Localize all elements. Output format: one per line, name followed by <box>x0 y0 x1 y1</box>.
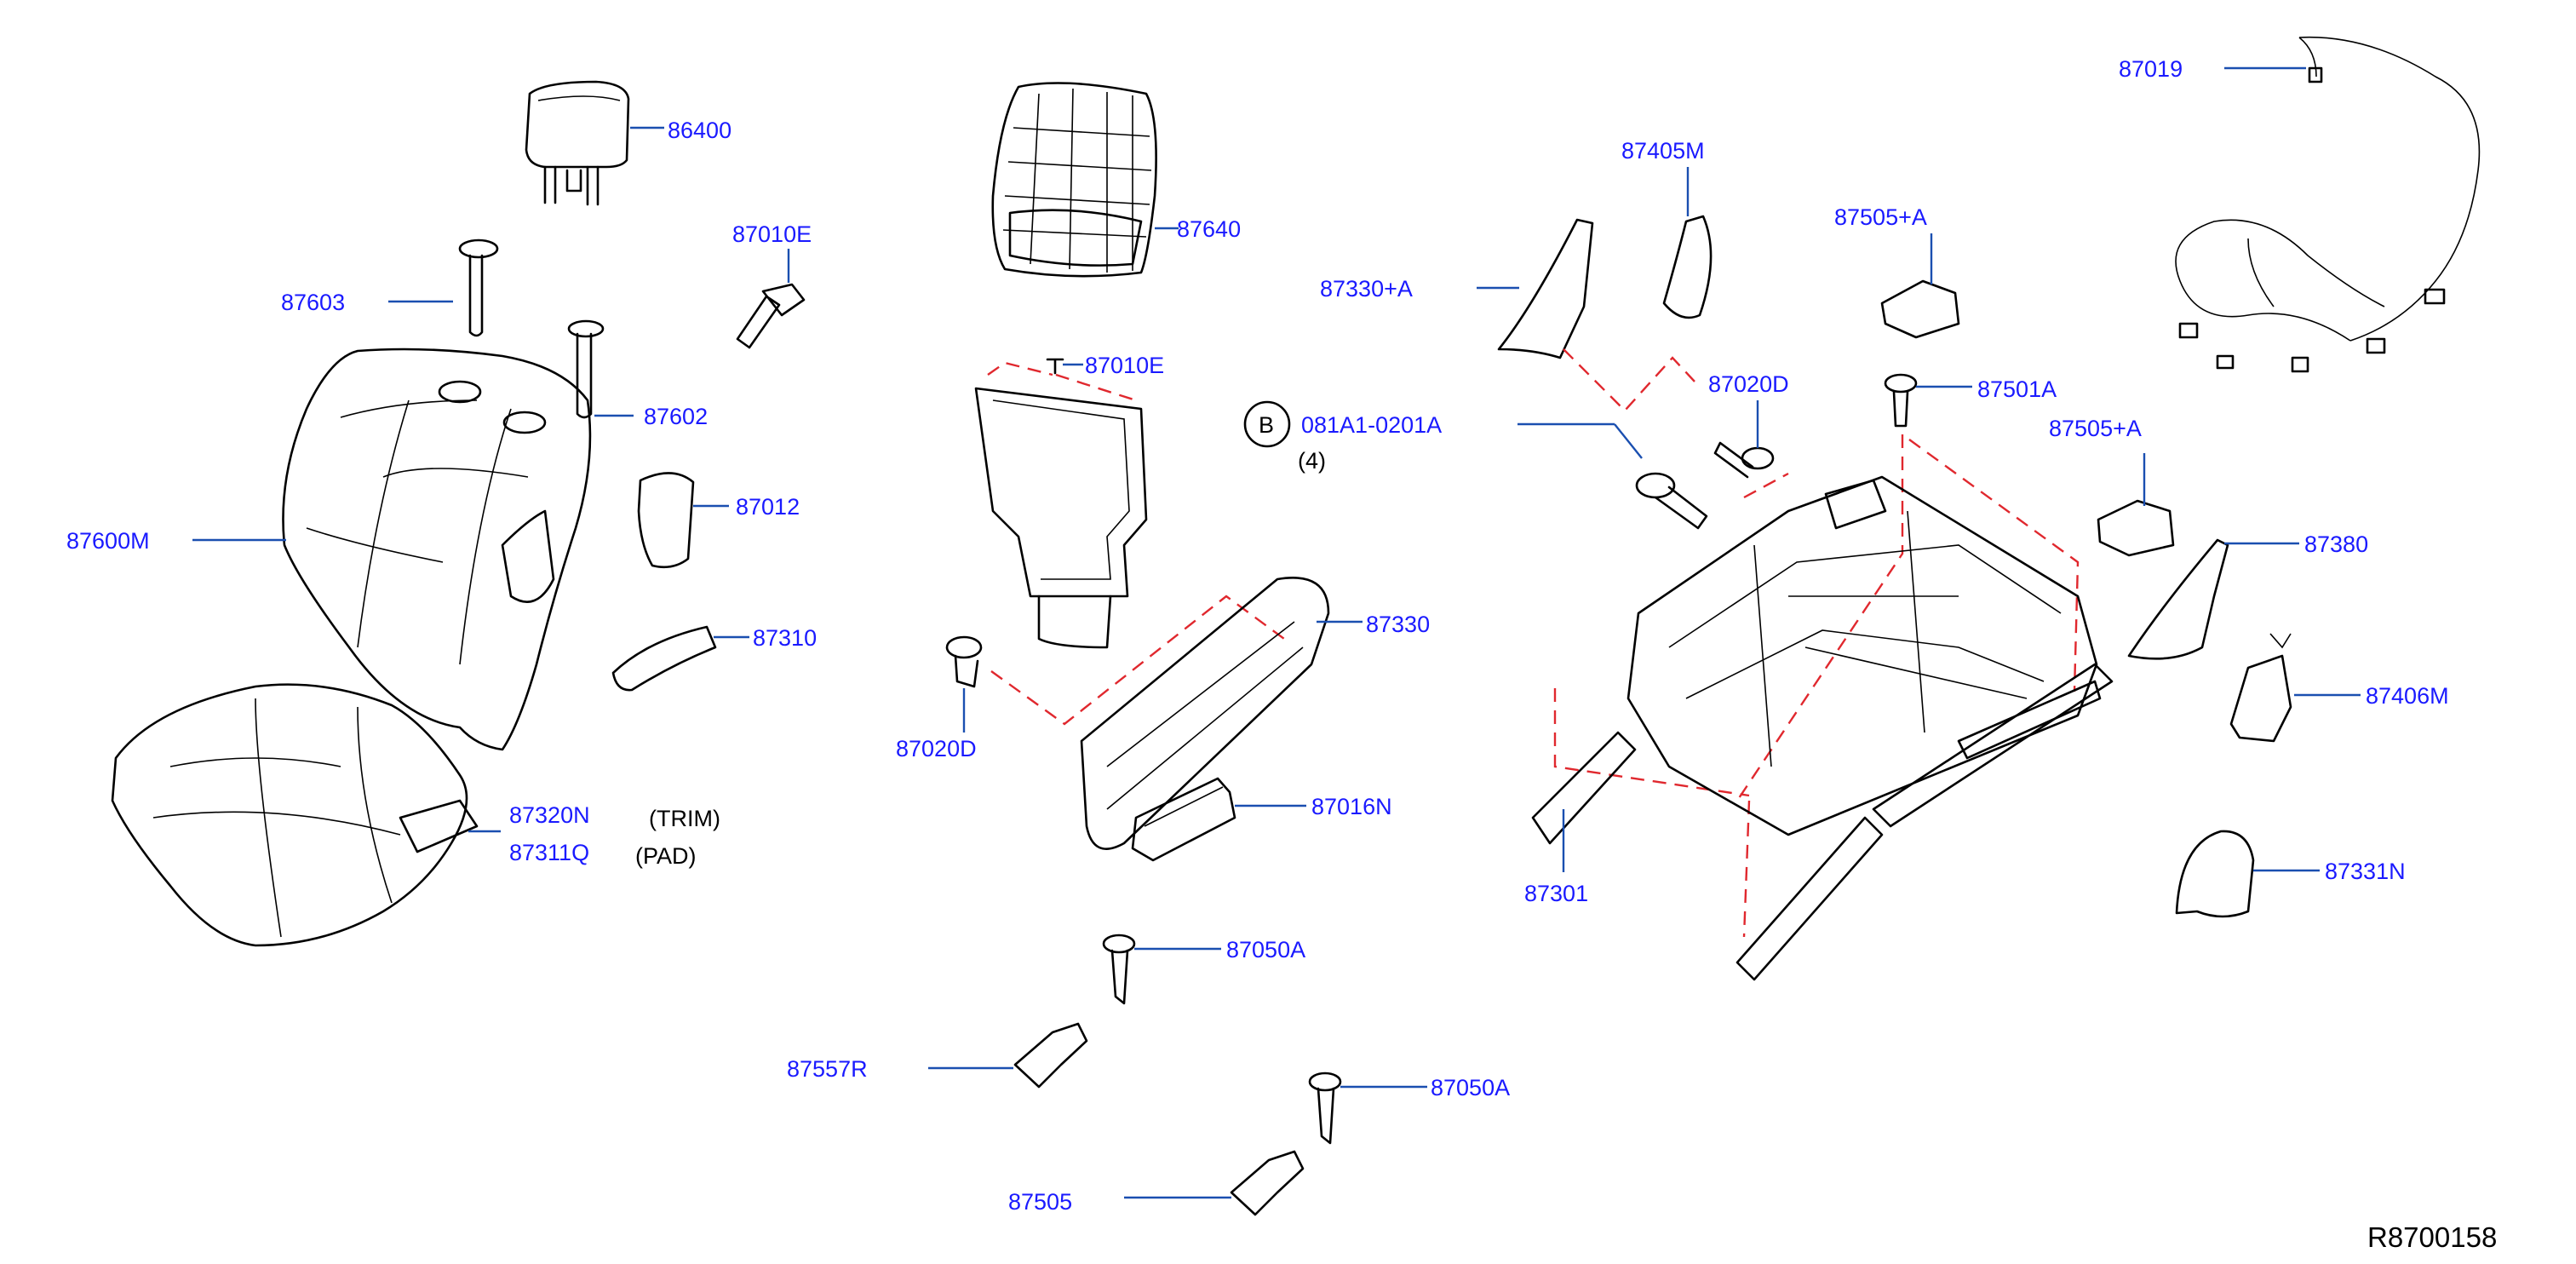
clip-87505 <box>1230 1150 1305 1216</box>
leader-081A1-tail <box>1614 423 1643 459</box>
bolt-marker-letter: B <box>1259 412 1274 438</box>
callout-87600M[interactable]: 87600M <box>66 528 150 554</box>
cushion-87320N <box>111 683 479 947</box>
seatback-pad-87640 <box>991 82 1157 278</box>
callout-87640[interactable]: 87640 <box>1177 216 1241 242</box>
headrest-86400 <box>525 80 630 206</box>
note-quantity: (4) <box>1298 448 1326 474</box>
cover-87380 <box>2127 538 2229 660</box>
callout-87330[interactable]: 87330 <box>1366 612 1430 637</box>
note-trim: (TRIM) <box>649 806 720 831</box>
callout-87557R[interactable]: 87557R <box>787 1056 868 1082</box>
callout-87405M[interactable]: 87405M <box>1621 138 1705 164</box>
clip-87557R <box>1013 1022 1088 1089</box>
bracket-87505A-upper <box>1880 279 1960 339</box>
callout-87010E-left[interactable]: 87010E <box>732 221 812 247</box>
cover-87405M <box>1662 215 1713 319</box>
bolt-marker-circle <box>1243 400 1291 448</box>
guide-87603 <box>458 238 499 337</box>
callout-87019[interactable]: 87019 <box>2119 56 2183 82</box>
back-board <box>974 387 1148 649</box>
callout-87020D-right[interactable]: 87020D <box>1708 371 1789 397</box>
callout-labels: 86400 87603 87010E 87602 87600M 87012 87… <box>66 56 2497 1253</box>
cover-87406M <box>2229 633 2292 743</box>
callout-87012[interactable]: 87012 <box>736 494 800 520</box>
guide-dash-back <box>987 361 1137 402</box>
harness-87019 <box>2175 36 2481 373</box>
bracket-87505A-lower <box>2097 499 2175 557</box>
callout-87331N[interactable]: 87331N <box>2325 859 2406 884</box>
cover-87012 <box>637 472 695 569</box>
cover-87330A <box>1497 218 1594 359</box>
finisher-87310 <box>611 625 717 692</box>
guide-dash-finisher <box>990 595 1285 726</box>
seat-frame <box>1531 475 2114 981</box>
bolt-87501A <box>1884 373 1918 428</box>
callout-87505[interactable]: 87505 <box>1008 1189 1072 1215</box>
callout-081A1-0201A[interactable]: 081A1-0201A <box>1301 412 1442 438</box>
callout-87320N[interactable]: 87320N <box>509 802 590 828</box>
screw-87050A-lower <box>1308 1072 1342 1145</box>
note-pad: (PAD) <box>635 843 697 869</box>
callout-87050A-lower[interactable]: 87050A <box>1431 1075 1510 1100</box>
callout-87505A-upper[interactable]: 87505+A <box>1834 204 1927 230</box>
callout-87501A[interactable]: 87501A <box>1977 376 2057 402</box>
screw-87010E-small <box>1046 358 1064 375</box>
callout-87050A-upper[interactable]: 87050A <box>1226 937 1305 962</box>
switch-87016N <box>1131 777 1236 862</box>
guide-dash-frame <box>1553 434 2080 938</box>
callout-87505A-lower[interactable]: 87505+A <box>2049 416 2142 441</box>
bolt-081A1 <box>1635 472 1708 530</box>
callout-87406M[interactable]: 87406M <box>2366 683 2449 709</box>
callout-87330A[interactable]: 87330+A <box>1320 276 1413 302</box>
screw-87050A-upper <box>1102 934 1136 1005</box>
guide-dash-covers <box>1563 348 1695 412</box>
seatback-trim-87600M <box>282 348 592 751</box>
bolt-87020D-right <box>1713 441 1775 479</box>
callout-87310[interactable]: 87310 <box>753 625 817 651</box>
callout-87603[interactable]: 87603 <box>281 290 345 315</box>
callout-87380[interactable]: 87380 <box>2304 531 2368 557</box>
cover-87331N <box>2175 830 2255 918</box>
callout-87311Q[interactable]: 87311Q <box>509 840 589 865</box>
guide-87602 <box>567 319 605 419</box>
knob-87010E-left <box>736 283 806 349</box>
diagram-reference-id: R8700158 <box>2367 1221 2497 1253</box>
callout-87602[interactable]: 87602 <box>644 404 708 429</box>
callout-87301[interactable]: 87301 <box>1524 881 1588 906</box>
bolt-87020D-middle <box>945 635 983 688</box>
callout-87016N[interactable]: 87016N <box>1311 794 1392 819</box>
callout-87010E-small[interactable]: 87010E <box>1085 353 1164 378</box>
finisher-87330 <box>1080 577 1330 850</box>
callout-86400[interactable]: 86400 <box>668 118 731 143</box>
callout-87020D-middle[interactable]: 87020D <box>896 736 977 761</box>
